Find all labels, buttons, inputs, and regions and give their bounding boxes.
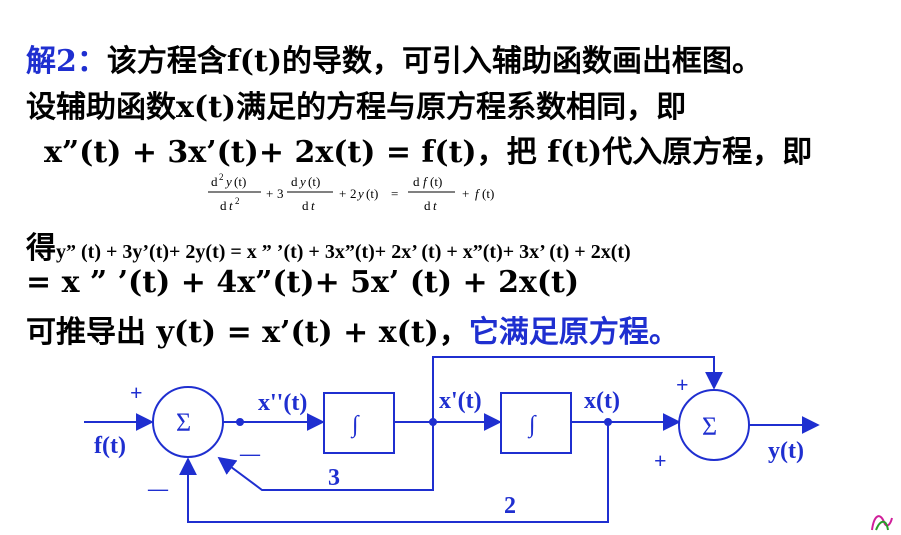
output-label: y(t) xyxy=(768,438,804,464)
original-equation: d 2 y (t) d t 2 + 3 d y (t) d t + 2 y (t… xyxy=(208,172,494,213)
line-conclusion: 可推导出 y(t) = x’(t) + x(t)，它满足原方程。 xyxy=(26,307,679,351)
x2-label: x''(t) xyxy=(258,390,307,416)
x-label: x(t) xyxy=(584,388,620,414)
eq-equals: = xyxy=(391,186,398,201)
eq-plus-1: + xyxy=(266,186,273,201)
line-aux-function: 设辅助函数x(t)满足的方程与原方程系数相同，即 xyxy=(26,90,687,125)
eq-t2-num-y: y xyxy=(298,174,306,189)
sum2-plus-bottom: + xyxy=(654,448,667,473)
eq-plus-3: + xyxy=(462,186,469,201)
eq-t2-den-d: d xyxy=(302,198,309,213)
eq-t1-den-sup: 2 xyxy=(235,196,240,206)
eq-r1-num-t: (t) xyxy=(430,174,442,189)
eq-t1-num-d: d xyxy=(211,174,218,189)
input-label: f(t) xyxy=(94,433,126,459)
intro-text: 该方程含f(t)的导数，可引入辅助函数画出框图。 xyxy=(106,44,763,79)
feedback-gain-2 xyxy=(179,422,609,523)
eq-r1-num-f: f xyxy=(423,174,429,189)
integrator-2 xyxy=(500,392,572,454)
eq-t1-num-sup: 2 xyxy=(219,172,224,182)
block-diagram: f(t) Σ + — — x''(t) ∫ x'(t) ∫ x(t) Σ + +… xyxy=(84,356,893,531)
feedback-gain-3 xyxy=(217,422,434,491)
eq-y: y xyxy=(356,186,364,201)
eq-t2-num-t: (t) xyxy=(308,174,320,189)
substitution-expression: y” (t) + 3y’(t)+ 2y(t) = x ” ’(t) + 3x”(… xyxy=(56,241,631,263)
gain-3-label: 3 xyxy=(328,465,340,491)
eq-f: f xyxy=(475,186,481,201)
sum2-symbol: Σ xyxy=(702,412,717,441)
node-x2 xyxy=(236,418,244,426)
eq-t1-den-t: t xyxy=(229,198,233,213)
eq-r1-num-d: d xyxy=(413,174,420,189)
eq-t1-num-y: y xyxy=(224,174,232,189)
eq-t1-den-d: d xyxy=(220,198,227,213)
sum1-symbol: Σ xyxy=(176,408,191,437)
x1-label: x'(t) xyxy=(439,388,482,414)
integrator-1-symbol: ∫ xyxy=(350,412,360,439)
conclusion-text: 可推导出 y(t) = x’(t) + x(t)， xyxy=(26,315,469,350)
line-solution-intro: 解2：该方程含f(t)的导数，可引入辅助函数画出框图。 xyxy=(26,36,762,80)
integrator-2-symbol: ∫ xyxy=(527,412,537,439)
substitution-lead: 得 xyxy=(26,231,56,266)
conclusion-highlight: 它满足原方程。 xyxy=(468,315,679,350)
eq-coef-3: 3 xyxy=(277,186,284,201)
eq-plus-2: + xyxy=(339,186,346,201)
corner-logo-icon xyxy=(871,515,893,531)
eq-t1-num-t: (t) xyxy=(234,174,246,189)
line-substitution: 得y” (t) + 3y’(t)+ 2y(t) = x ” ’(t) + 3x”… xyxy=(26,223,631,267)
eq-t2-num-d: d xyxy=(291,174,298,189)
sum1-minus-bottom: — xyxy=(147,478,169,500)
feedforward-x1-to-sum2 xyxy=(432,356,723,422)
sum1-plus-sign: + xyxy=(130,380,143,405)
gain-2-label: 2 xyxy=(504,493,516,519)
integrator-1 xyxy=(323,392,395,454)
line-simplified: = x ” ’(t) + 4x”(t)+ 5x’ (t) + 2x(t) xyxy=(26,265,580,300)
eq-coef-2: 2 xyxy=(350,186,357,201)
solution-label: 解2： xyxy=(26,44,107,79)
eq-r1-den-d: d xyxy=(424,198,431,213)
sum2-plus-top: + xyxy=(676,372,689,397)
eq-r1-den-t: t xyxy=(433,198,437,213)
eq-t2-den-t: t xyxy=(311,198,315,213)
eq-y-arg: (t) xyxy=(366,186,378,201)
sum1-minus-top: — xyxy=(239,443,261,465)
eq-f-arg: (t) xyxy=(482,186,494,201)
line-aux-equation: x”(t) + 3x’(t)+ 2x(t) = f(t)，把 f(t)代入原方程… xyxy=(44,135,813,170)
